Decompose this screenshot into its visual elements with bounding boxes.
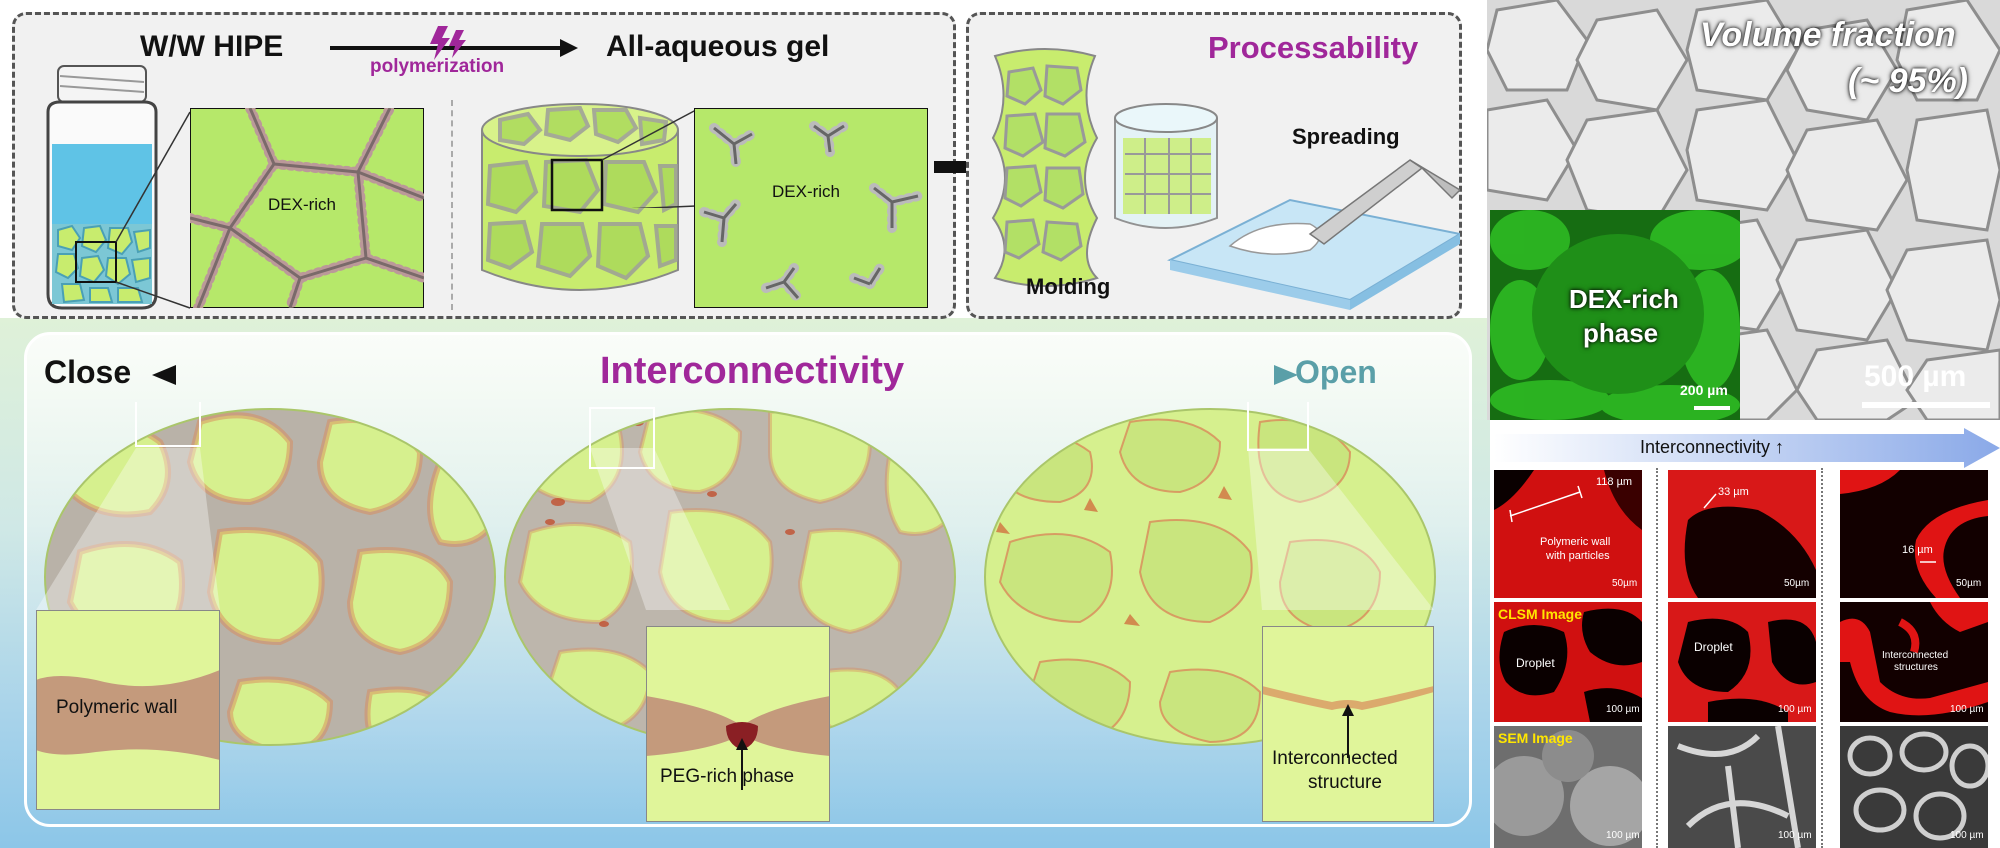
inset-peg-rich [646,626,830,822]
peg-rich-label: PEG-rich phase [660,766,795,787]
main-scale-label: 500 µm [1864,360,1967,393]
interconnected-structures-line1: Interconnected [1882,650,1949,661]
zoom-lines-gel [601,109,697,208]
grid-divider-1 [1656,468,1658,848]
micro-r3c2 [1668,726,1816,848]
micro-r1c1 [1494,470,1642,598]
r3c1-scale: 100 µm [1606,830,1640,841]
droplet-label-1: Droplet [1516,656,1555,670]
polymeric-wall-label: Polymeric wall [56,697,178,718]
main-scale-bar [1862,402,1990,408]
gel-cylinder [481,103,679,291]
r1c2-scale: 50µm [1784,578,1810,589]
droplet-label-2: Droplet [1694,640,1733,654]
hipe-zoom-box [190,108,424,308]
processability-title: Processability [1208,30,1419,65]
spreading-label: Spreading [1292,124,1400,149]
r2c3-scale: 100 µm [1950,704,1984,715]
grid-divider-2 [1821,468,1823,848]
inset-label-line1: DEX-rich [1569,284,1679,314]
polymerization-arrow [330,26,578,60]
molded-gel-illustration [991,48,1218,287]
dex-rich-label-left: DEX-rich [268,195,337,214]
interconnectivity-title: Interconnectivity [600,350,905,392]
r1c1-caption-line1: Polymeric wall [1540,536,1611,548]
vial-illustration [46,65,158,310]
r3c2-scale: 100 µm [1778,830,1812,841]
r2c2-scale: 100 µm [1778,704,1812,715]
micro-r2c2 [1668,602,1816,722]
inset-scale-label: 200 µm [1680,382,1728,398]
interconnectivity-header-arrow [1494,428,2000,468]
micro-r1c2 [1668,470,1816,598]
close-label: Close [44,354,132,390]
micro-r1c3 [1840,470,1988,598]
inset-interconnected [1262,626,1434,822]
inset-label-line2: phase [1583,318,1659,348]
interconnected-label-line2: structure [1308,772,1382,793]
micro-r3c1 [1494,726,1642,848]
micro-r3c3 [1840,726,1988,848]
r1c1-scale: 50µm [1612,578,1638,589]
spreading-slide [1167,159,1460,310]
inset-polymeric-wall [36,610,220,810]
sem-label: SEM Image [1498,730,1573,746]
clsm-label: CLSM Image [1498,606,1583,622]
panel-divider [451,100,453,310]
r1c1-measure: 118 µm [1596,476,1633,488]
lightning-icon-2 [449,30,466,58]
polymerization-label: polymerization [370,56,505,77]
r1c1-caption-line2: with particles [1546,550,1610,562]
gel-zoom-box [694,108,928,308]
gel-disc-partial [504,407,956,746]
r3c3-scale: 100 µm [1950,830,1984,841]
r1c3-scale: 50µm [1956,578,1982,589]
lightning-icon [430,26,450,60]
open-label: Open [1295,354,1377,390]
r1c3-measure: 16 µm [1902,544,1933,556]
zoom-lines-vial [115,111,191,309]
micro-r2c1 [1494,602,1642,722]
inset-scale-bar [1694,406,1730,410]
interconnected-label-line1: Interconnected [1272,748,1398,769]
grid-header-label: Interconnectivity ↑ [1640,437,1785,457]
r2c1-scale: 100 µm [1606,704,1640,715]
r1c2-measure: 33 µm [1718,486,1749,498]
close-open-arrow [152,365,1298,385]
interconnected-structures-line2: structures [1894,662,1938,673]
dex-rich-label-right: DEX-rich [772,182,841,201]
dex-rich-confocal-inset [1490,210,1740,420]
callout-lines [36,448,1434,610]
micro-r2c3 [1840,602,1988,722]
molding-label: Molding [1026,274,1111,299]
spatula-icon [1308,159,1460,245]
volume-fraction-line1: Volume fraction [1700,16,1956,54]
hipe-label: W/W HIPE [140,30,284,63]
gel-label: All-aqueous gel [606,30,830,63]
volume-fraction-line2: (~ 95%) [1848,62,1968,100]
